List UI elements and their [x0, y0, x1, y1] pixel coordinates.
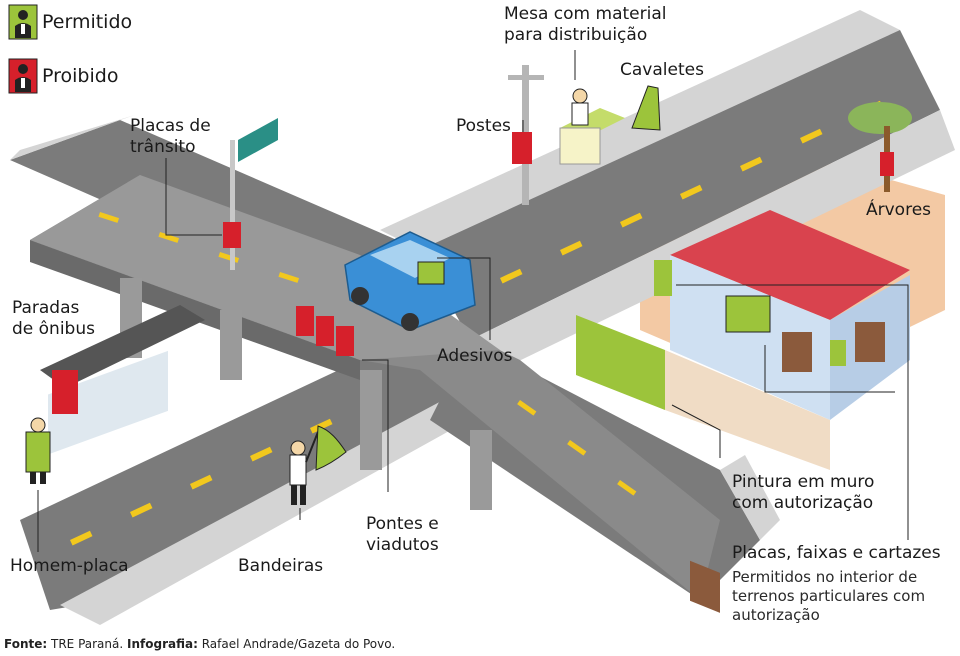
label-wall-painting: Pintura em muro com autorização — [732, 472, 875, 513]
utility-pole — [508, 65, 544, 205]
label-table: Mesa com material para distribuição — [504, 4, 667, 45]
label-signs-banners-title: Placas, faixas e cartazes — [732, 543, 941, 563]
legend-permitted: Permitido — [8, 4, 132, 40]
painted-wall — [576, 315, 830, 470]
label-sandwich-man: Homem-placa — [10, 556, 129, 576]
label-easels: Cavaletes — [620, 60, 704, 80]
footer-credit-label: Infografia: — [127, 637, 198, 651]
permitted-person-icon — [8, 4, 38, 40]
label-flags: Bandeiras — [238, 556, 324, 576]
viaduct-side — [30, 240, 360, 380]
bus-stop-roof — [40, 305, 205, 388]
label-trees: Árvores — [866, 200, 932, 220]
distribution-table — [559, 88, 625, 165]
legend-forbidden: Proibido — [8, 58, 118, 94]
flag-person-figure — [289, 425, 347, 505]
label-signs-banners-note: Permitidos no interior de terrenos parti… — [732, 568, 926, 624]
label-poles: Postes — [456, 116, 511, 136]
sidewalk-back — [380, 10, 900, 250]
car — [344, 231, 476, 331]
lane-markings-viaduct — [98, 212, 637, 496]
legend-permitted-label: Permitido — [42, 11, 133, 33]
sandwich-man-figure — [25, 417, 51, 484]
leader-lines — [37, 50, 909, 552]
viaduct-pillar-3 — [360, 370, 382, 470]
bus-stop-back — [48, 350, 168, 455]
viaduct-posters-forbidden — [296, 306, 354, 356]
footer-credits: Fonte: TRE Paraná. Infografia: Rafael An… — [4, 636, 395, 652]
lane-markings-lower — [70, 418, 333, 546]
sidewalk-lower — [60, 375, 505, 625]
house — [654, 210, 910, 613]
viaduct-pillar-2 — [220, 310, 242, 380]
label-bridges: Pontes e viadutos — [366, 514, 439, 555]
easel — [631, 85, 661, 131]
traffic-sign-post — [223, 118, 278, 270]
viaduct-pillar-4 — [470, 430, 492, 510]
legend-forbidden-label: Proibido — [42, 65, 119, 87]
main-road-back — [420, 30, 940, 340]
footer-source-label: Fonte: — [4, 637, 48, 651]
tree — [848, 102, 912, 192]
label-traffic-signs: Placas de trânsito — [130, 116, 211, 157]
label-stickers: Adesivos — [437, 346, 513, 366]
footer-credit-value: Rafael Andrade/Gazeta do Povo. — [201, 637, 396, 651]
bus-stop-poster-forbidden — [52, 370, 78, 414]
sidewalk-right-front — [720, 455, 780, 540]
label-bus-stops: Paradas de ônibus — [12, 298, 95, 339]
footer-source-value: TRE Paraná. — [51, 637, 124, 651]
forbidden-person-icon — [8, 58, 38, 94]
